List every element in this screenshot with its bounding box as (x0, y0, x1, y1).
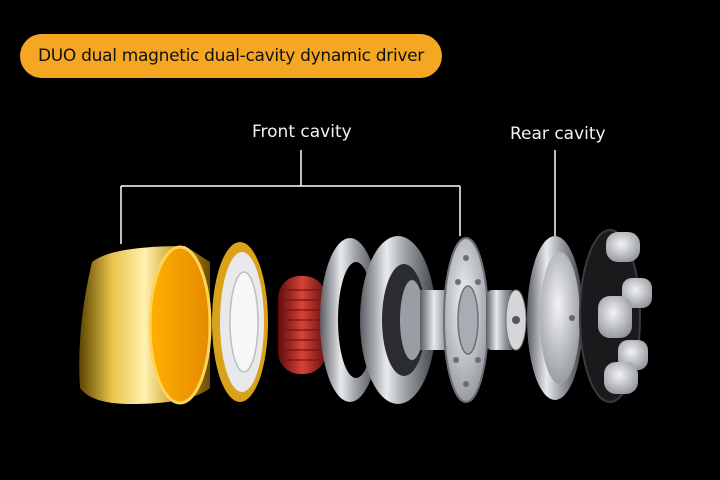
pole-piece-icon (420, 237, 527, 403)
front-cavity-label: Front cavity (252, 122, 352, 142)
diaphragm-icon (212, 242, 268, 402)
rear-plate-icon (527, 236, 583, 400)
voice-coil-icon (278, 276, 326, 374)
magnet-ring-icon (360, 236, 436, 404)
title-badge: DUO dual magnetic dual-cavity dynamic dr… (20, 34, 442, 78)
rear-magnet-icon (579, 229, 652, 403)
rear-cavity-label: Rear cavity (510, 124, 606, 144)
gold-cup-icon (79, 245, 212, 405)
front-cavity-bracket (120, 150, 461, 244)
